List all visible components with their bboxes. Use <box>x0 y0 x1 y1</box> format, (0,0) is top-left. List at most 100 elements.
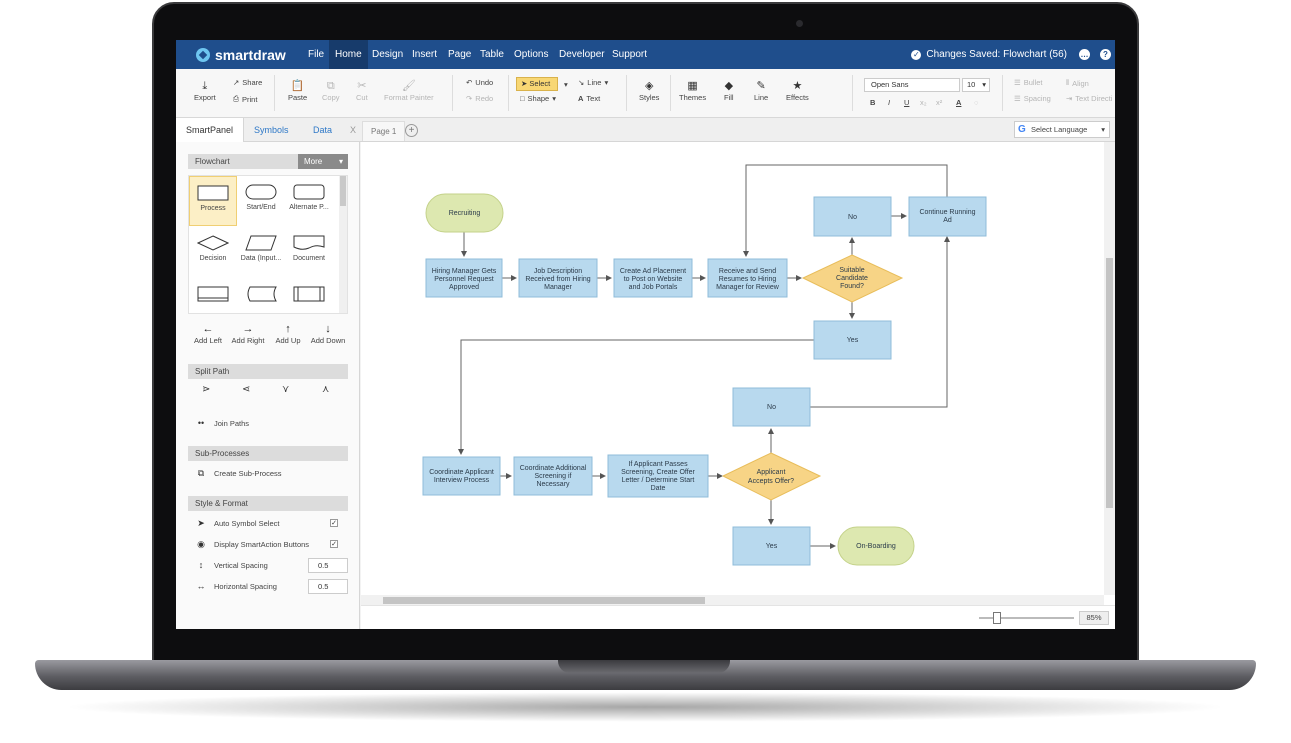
node-continue-running-ad[interactable]: Continue Running Ad <box>908 196 987 237</box>
spacing-button[interactable]: ☰Spacing <box>1014 94 1051 103</box>
menu-file[interactable]: File <box>308 49 325 60</box>
add-down-button[interactable]: ↓Add Down <box>308 322 348 345</box>
scrollbar-thumb[interactable] <box>1106 258 1113 508</box>
shape-stored-data[interactable] <box>237 278 285 313</box>
tab-symbols[interactable]: Symbols <box>254 125 289 135</box>
shape-decision[interactable]: Decision <box>189 227 237 277</box>
shape-document[interactable]: Document <box>285 227 333 277</box>
menu-home[interactable]: Home <box>329 40 368 69</box>
tab-data[interactable]: Data <box>313 125 333 135</box>
format-painter-button[interactable]: 🖌Format Painter <box>384 80 434 102</box>
node-no-bottom[interactable]: No <box>732 387 811 427</box>
language-select[interactable]: G Select Language ▾ <box>1014 121 1110 138</box>
decision-accepts-offer[interactable]: Applicant Accepts Offer? <box>721 452 822 501</box>
node-receive-resumes[interactable]: Receive and Send Resumes to Hiring Manag… <box>707 258 788 298</box>
create-sub-process-button[interactable]: ⧉Create Sub-Process <box>197 468 282 478</box>
node-onboarding[interactable]: On-Boarding <box>837 526 915 566</box>
print-button[interactable]: ⎙Print <box>233 94 258 104</box>
zoom-slider-track[interactable] <box>979 617 1074 619</box>
font-size-select[interactable]: 10▾ <box>962 78 990 92</box>
add-up-button[interactable]: ↑Add Up <box>268 322 308 345</box>
menu-developer[interactable]: Developer <box>559 49 605 60</box>
shape-library-scrollbar[interactable] <box>339 176 347 313</box>
chat-icon[interactable]: … <box>1079 49 1090 60</box>
scrollbar-thumb[interactable] <box>340 176 346 206</box>
node-recruiting[interactable]: Recruiting <box>425 193 504 233</box>
node-coordinate-interview[interactable]: Coordinate Applicant Interview Process <box>422 456 501 496</box>
help-icon[interactable]: ? <box>1100 49 1111 60</box>
menu-support[interactable]: Support <box>612 49 648 60</box>
add-page-button[interactable]: + <box>405 124 418 137</box>
drawing-canvas[interactable]: Recruiting Hiring Manager Gets Personnel… <box>361 142 1115 605</box>
menu-table[interactable]: Table <box>480 49 504 60</box>
line-tool-button[interactable]: ↘Line▾ <box>578 78 609 87</box>
effects-button[interactable]: ★Effects <box>786 80 809 102</box>
horizontal-spacing-input[interactable]: 0.5 <box>308 579 348 594</box>
decision-suitable-candidate[interactable]: Suitable Candidate Found? <box>801 254 904 303</box>
select-tool-button[interactable]: ➤ Select <box>516 77 558 91</box>
fill-button[interactable]: ◆Fill <box>724 80 734 102</box>
join-paths-button[interactable]: ••Join Paths <box>197 418 250 428</box>
menu-design[interactable]: Design <box>372 49 404 60</box>
underline-button[interactable]: U <box>904 98 910 107</box>
zoom-level[interactable]: 85% <box>1079 611 1109 625</box>
shape-process[interactable]: Process <box>189 176 237 226</box>
clear-format-icon[interactable]: ◌ <box>974 98 979 107</box>
split-left-icon[interactable]: ⋖ <box>242 384 251 395</box>
font-family-select[interactable]: Open Sans <box>864 78 960 92</box>
cut-button[interactable]: ✂Cut <box>356 80 368 102</box>
split-up-icon[interactable]: ⋏ <box>322 384 330 395</box>
zoom-slider-handle[interactable] <box>993 612 1001 624</box>
node-yes-bottom[interactable]: Yes <box>732 526 811 566</box>
copy-button[interactable]: ⧉Copy <box>322 80 340 102</box>
export-button[interactable]: ⤓Export <box>194 80 216 102</box>
menu-page[interactable]: Page <box>448 49 472 60</box>
themes-button[interactable]: ▦Themes <box>679 80 707 102</box>
canvas-horizontal-scrollbar[interactable] <box>361 595 1104 605</box>
add-left-button[interactable]: ←Add Left <box>188 322 228 345</box>
menu-options[interactable]: Options <box>514 49 549 60</box>
node-create-offer[interactable]: If Applicant Passes Screening, Create Of… <box>607 454 709 498</box>
tab-smartpanel[interactable]: SmartPanel <box>176 118 245 142</box>
vertical-spacing-input[interactable]: 0.5 <box>308 558 348 573</box>
node-create-ad[interactable]: Create Ad Placement to Post on Website a… <box>613 258 693 298</box>
undo-button[interactable]: ↶Undo <box>466 78 494 87</box>
styles-button[interactable]: ◈Styles <box>639 80 660 102</box>
superscript-button[interactable]: x² <box>936 98 943 107</box>
scrollbar-thumb[interactable] <box>383 597 705 604</box>
canvas-vertical-scrollbar[interactable] <box>1104 142 1115 595</box>
italic-button[interactable]: I <box>888 98 891 107</box>
subscript-button[interactable]: x₂ <box>920 98 927 107</box>
node-job-description[interactable]: Job Description Received from Hiring Man… <box>518 258 598 298</box>
align-button[interactable]: ⫴Align <box>1066 78 1089 88</box>
shape-subprocess[interactable] <box>285 278 333 313</box>
node-yes-top[interactable]: Yes <box>813 320 892 360</box>
auto-symbol-checkbox[interactable]: ✓ <box>330 519 338 527</box>
close-panel-button[interactable]: X <box>350 125 357 135</box>
redo-button[interactable]: ↷Redo <box>466 94 494 103</box>
more-button[interactable]: More▾ <box>298 154 348 169</box>
split-down-icon[interactable]: ⋎ <box>282 384 290 395</box>
chevron-down-icon[interactable]: ▾ <box>564 80 568 89</box>
shape-alternate-process[interactable]: Alternate P... <box>285 176 333 226</box>
menu-insert[interactable]: Insert <box>412 49 438 60</box>
bullet-button[interactable]: ☰Bullet <box>1014 78 1043 87</box>
paste-button[interactable]: 📋Paste <box>288 80 308 102</box>
node-hiring-manager[interactable]: Hiring Manager Gets Personnel Request Ap… <box>425 258 503 298</box>
add-right-button[interactable]: →Add Right <box>228 322 268 345</box>
text-direction-button[interactable]: ⇥Text Directi <box>1066 94 1113 103</box>
app-logo[interactable]: smartdraw <box>196 47 286 63</box>
split-right-icon[interactable]: ⋗ <box>202 384 211 395</box>
font-color-button[interactable]: A <box>956 98 962 107</box>
tab-page-1[interactable]: Page 1 <box>362 121 406 141</box>
node-no-top[interactable]: No <box>813 196 892 237</box>
node-coordinate-screening[interactable]: Coordinate Additional Screening if Neces… <box>513 456 593 496</box>
bold-button[interactable]: B <box>870 98 876 107</box>
shape-card[interactable] <box>189 278 237 313</box>
share-button[interactable]: ↗Share <box>233 78 263 87</box>
line-style-button[interactable]: ✎Line <box>754 80 769 102</box>
shape-start-end[interactable]: Start/End <box>237 176 285 226</box>
shape-tool-button[interactable]: □Shape▾ <box>520 94 556 103</box>
display-smartaction-checkbox[interactable]: ✓ <box>330 540 338 548</box>
